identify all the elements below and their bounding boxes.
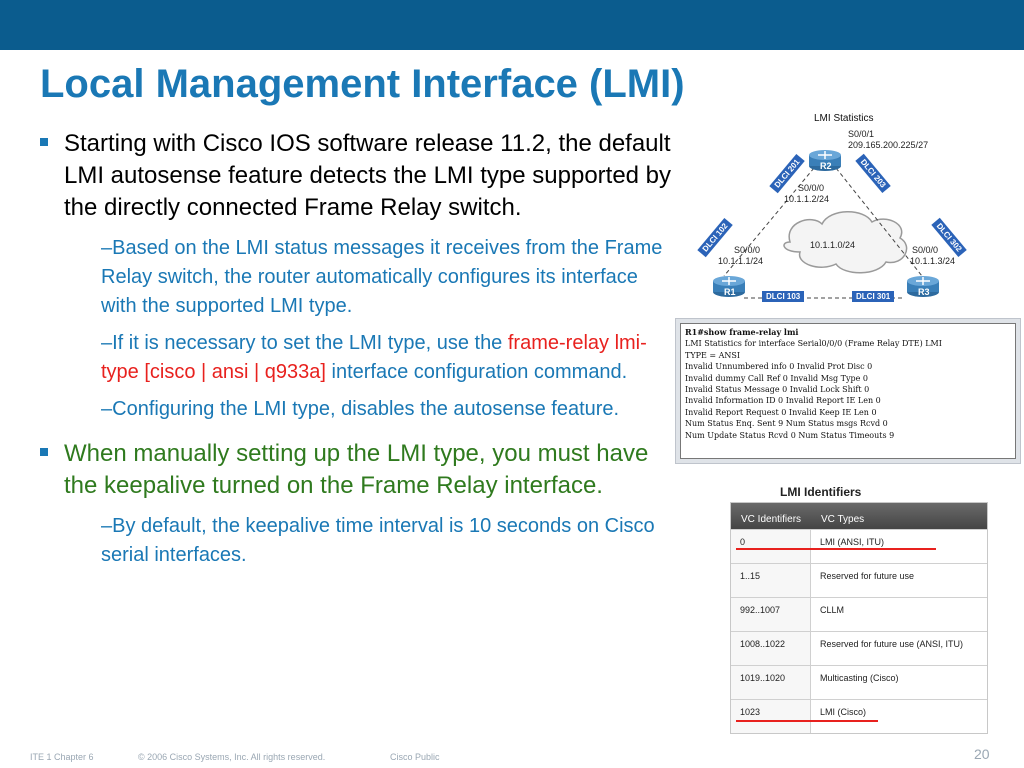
square-bullet-icon [40, 138, 48, 146]
sub-bullet-disable-autosense: –Configuring the LMI type, disables the … [101, 398, 620, 420]
vc-identifier: 0 [731, 530, 811, 563]
vc-identifier: 1023 [731, 700, 811, 733]
vc-type: CLLM [820, 605, 845, 615]
column-header: VC Types [821, 514, 865, 525]
vc-type: LMI (ANSI, ITU) [820, 537, 885, 547]
bullet-text: When manually setting up the LMI type, y… [64, 440, 649, 499]
r2-s000-label: S0/0/0 [798, 183, 825, 193]
table-row: 1008..1022 Reserved for future use (ANSI… [731, 631, 987, 665]
lmi-identifiers-title: LMI Identifiers [780, 485, 862, 499]
lmi-identifiers-table: VC Identifiers VC Types 0 LMI (ANSI, ITU… [730, 502, 988, 734]
vc-type: Reserved for future use [820, 571, 915, 581]
router-r2-label: R2 [820, 161, 832, 171]
cloud-network-label: 10.1.1.0/24 [810, 240, 856, 250]
vc-type: Reserved for future use (ANSI, ITU) [820, 639, 964, 649]
router-icon: R3 [906, 274, 940, 303]
router-r1-shape [713, 276, 745, 297]
highlight-underline [736, 548, 936, 550]
r1-serial-ip: 10.1.1.1/24 [718, 256, 764, 266]
frame-relay-cloud [783, 211, 908, 274]
sub-bullet-text: interface configuration command. [325, 361, 628, 383]
pvc-r2-r3 [835, 167, 923, 277]
square-bullet-icon [40, 448, 48, 456]
lmi-statistics-diagram: LMI Statistics S0/0/1 209.165.200.225/27… [672, 110, 1004, 310]
bullet-text: Starting with Cisco IOS software release… [64, 130, 672, 221]
slide-body: Starting with Cisco IOS software release… [40, 128, 672, 578]
vc-type: Multicasting (Cisco) [820, 673, 899, 683]
vc-identifier: 1019..1020 [731, 666, 811, 699]
footer-copyright: © 2006 Cisco Systems, Inc. All rights re… [138, 752, 326, 762]
r2-serial-ip: 209.165.200.225/27 [848, 140, 929, 150]
sub-bullet-set-lmi-type: –If it is necessary to set the LMI type,… [40, 329, 672, 387]
r3-serial-label: S0/0/0 [912, 245, 939, 255]
footer-classification: Cisco Public [390, 752, 440, 762]
vc-type: LMI (Cisco) [820, 707, 867, 717]
terminal-command: R1#show frame-relay lmi [685, 327, 799, 337]
vc-identifier: 1008..1022 [731, 632, 811, 665]
sub-bullet-keepalive-interval: –By default, the keepalive time interval… [101, 515, 655, 566]
r3-serial-ip: 10.1.1.3/24 [910, 256, 956, 266]
router-r3-shape [907, 276, 939, 297]
router-r3-label: R3 [918, 287, 930, 297]
vc-identifier: 992..1007 [731, 598, 811, 631]
table-row: 1019..1020 Multicasting (Cisco) [731, 665, 987, 699]
table-row: 1..15 Reserved for future use [731, 563, 987, 597]
dlci-tag: DLCI 103 [762, 291, 805, 302]
sub-bullet-text: –If it is necessary to set the LMI type,… [101, 332, 508, 354]
r2-serial-label: S0/0/1 [848, 129, 875, 139]
footer-course: ITE 1 Chapter 6 [30, 752, 94, 762]
column-header: VC Identifiers [741, 514, 802, 525]
dlci-tag: DLCI 301 [852, 291, 895, 302]
pvc-r2-r1 [723, 167, 815, 277]
r1-serial-label: S0/0/0 [734, 245, 761, 255]
top-banner [0, 0, 1024, 50]
router-r2-shape [809, 150, 841, 171]
table-row: 992..1007 CLLM [731, 597, 987, 631]
router-icon: R2 [808, 148, 842, 177]
table-header: VC Identifiers VC Types [731, 503, 987, 529]
table-row: 0 LMI (ANSI, ITU) [731, 529, 987, 563]
router-icon: R1 [712, 274, 746, 303]
r2-s000-ip: 10.1.1.2/24 [784, 194, 830, 204]
table-row: 1023 LMI (Cisco) [731, 699, 987, 733]
bullet-autosense: Starting with Cisco IOS software release… [40, 128, 672, 224]
page-number: 20 [974, 746, 990, 762]
bullet-keepalive: When manually setting up the LMI type, y… [40, 438, 672, 502]
slide-title: Local Management Interface (LMI) [40, 62, 685, 106]
terminal-output-text: LMI Statistics for interface Serial0/0/0… [685, 339, 942, 440]
lmi-type-command: frame-relay lmi-type [cisco | ansi | q93… [101, 332, 647, 383]
highlight-underline [736, 720, 878, 722]
vc-identifier: 1..15 [731, 564, 811, 597]
sub-bullet-status-messages: –Based on the LMI status messages it rec… [101, 237, 663, 317]
diagram-title: LMI Statistics [814, 113, 874, 124]
router-r1-label: R1 [724, 287, 736, 297]
topology-lines [723, 167, 923, 299]
